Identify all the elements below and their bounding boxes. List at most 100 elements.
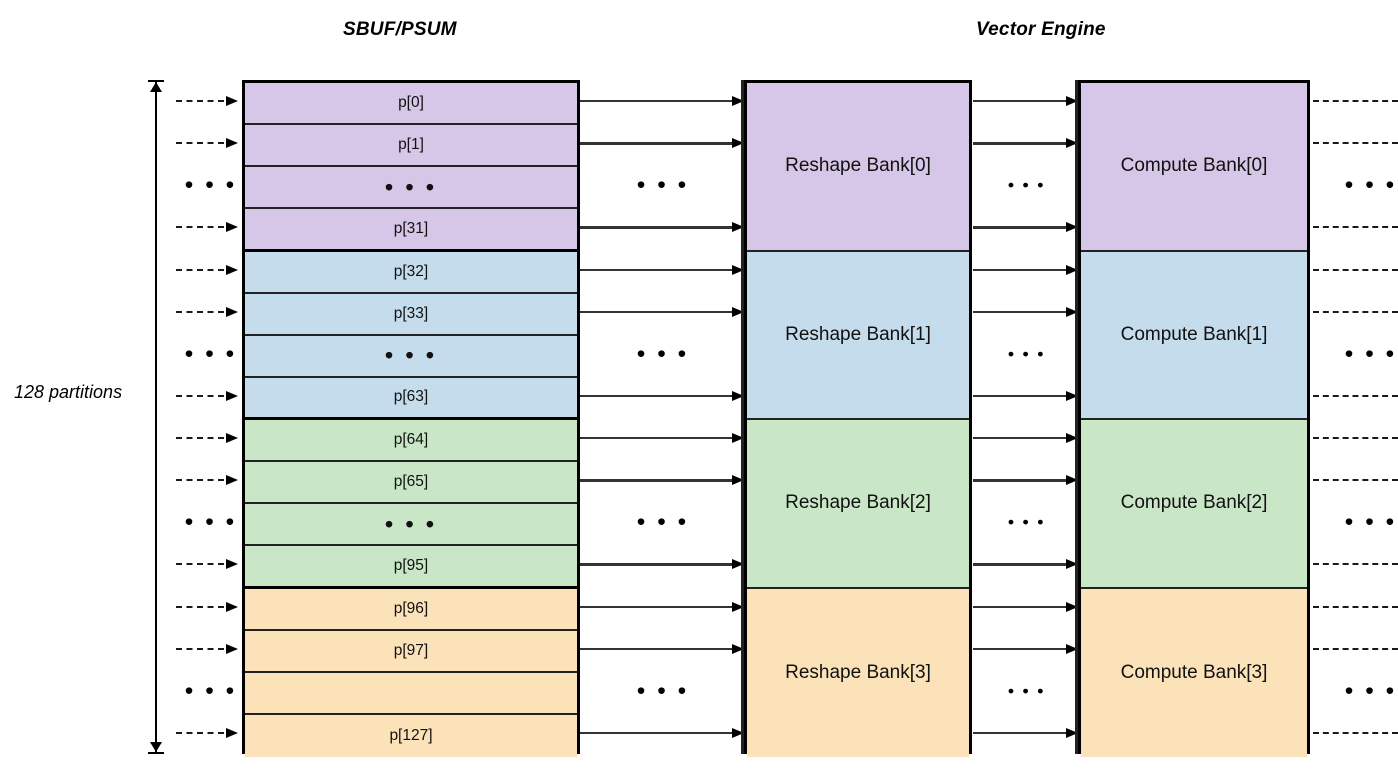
- arrow-head: [1066, 390, 1078, 401]
- right-ellipsis: • • •: [1345, 340, 1397, 367]
- arrow-head: [732, 727, 744, 738]
- arrow-line: [176, 479, 224, 482]
- sbuf-to-reshape-arrow: [580, 727, 744, 738]
- arrow-head: [732, 433, 744, 444]
- reshape-bank-label: Reshape Bank[0]: [785, 155, 931, 177]
- arrow-line: [580, 647, 732, 651]
- arrow-line: [973, 226, 1066, 229]
- sbuf-to-reshape-arrow: [580, 433, 744, 444]
- sbuf-psum-partition-stack: p[0]p[1]• • •p[31]p[32]p[33]• • •p[63]p[…: [242, 80, 580, 757]
- arrow-head: [1066, 559, 1078, 570]
- arrow-line: [176, 394, 224, 397]
- arrow-line: [580, 437, 732, 440]
- partition-label: p[95]: [393, 556, 429, 574]
- gutter-ellipsis: • • •: [185, 677, 237, 704]
- vector-engine-title: Vector Engine: [976, 19, 1106, 40]
- partition-ellipsis-row: • • •: [245, 504, 577, 547]
- reshape-to-compute-arrow: [973, 264, 1078, 275]
- inbound-dashed-arrow: [176, 727, 238, 738]
- arrow-line: [973, 268, 1066, 271]
- partition-label: p[64]: [393, 431, 429, 449]
- ellipsis-label: • • •: [385, 173, 437, 200]
- arrow-head: [226, 96, 238, 107]
- inbound-dashed-arrow: [176, 601, 238, 612]
- reshape-to-compute-arrow: [973, 727, 1078, 738]
- arrow-head: [732, 138, 744, 149]
- partitions-count-label: 128 partitions: [14, 382, 123, 402]
- sbuf-to-reshape-arrow: [580, 390, 744, 401]
- partition-row: p[32]: [245, 251, 577, 294]
- reshape-to-compute-arrow: [973, 559, 1078, 570]
- measure-cap-bottom: [148, 752, 164, 754]
- reshape-bank-column: Reshape Bank[0] Reshape Bank[1]Reshape Ba…: [744, 80, 972, 757]
- arrow-line: [176, 563, 224, 566]
- partition-label: p[31]: [393, 219, 429, 237]
- compute-bank-label: Compute Bank[0]: [1120, 155, 1268, 177]
- partitions-range-arrow: [148, 80, 164, 754]
- partition-label: p[1]: [398, 136, 424, 154]
- outbound-dashed-line: [1313, 605, 1398, 608]
- partition-row: p[64]: [245, 420, 577, 463]
- reshape-bank-1: Reshape Bank[1]: [747, 251, 969, 420]
- compute-bank-2: Compute Bank[2]: [1081, 420, 1307, 589]
- outbound-dashed-line: [1313, 731, 1398, 734]
- compute-bank-1: Compute Bank[1]: [1081, 251, 1307, 420]
- outbound-dashed-line: [1313, 479, 1398, 482]
- arrow-head: [226, 306, 238, 317]
- sbuf-to-reshape-arrow: [580, 601, 744, 612]
- arrow-head: [732, 475, 744, 486]
- arrow-line: [580, 394, 732, 398]
- arrow-head: [226, 643, 238, 654]
- inbound-dashed-arrow: [176, 475, 238, 486]
- arrow-head: [226, 264, 238, 275]
- outbound-dashed-line: [1313, 100, 1398, 103]
- partition-row: p[97]: [245, 630, 577, 673]
- arrow-head: [732, 559, 744, 570]
- arrow-head: [732, 643, 744, 654]
- measure-arrowhead-up: [150, 82, 162, 92]
- bank-gap-ellipsis: • • •: [1008, 344, 1046, 364]
- sbuf-gap-ellipsis: • • •: [637, 171, 689, 198]
- arrow-head: [1066, 306, 1078, 317]
- reshape-bank-2: Reshape Bank[2]: [747, 420, 969, 589]
- arrow-line: [580, 605, 732, 608]
- arrow-head: [1066, 96, 1078, 107]
- reshape-to-compute-arrow: [973, 306, 1078, 317]
- arrow-head: [226, 433, 238, 444]
- arrow-head: [226, 138, 238, 149]
- outbound-dashed-line: [1313, 563, 1398, 566]
- arrow-line: [973, 563, 1066, 566]
- compute-left-rail: [1075, 80, 1078, 754]
- reshape-to-compute-arrow: [973, 433, 1078, 444]
- partition-ellipsis-row: • • •: [245, 335, 577, 378]
- outbound-dashed-line: [1313, 226, 1398, 229]
- partition-label: p[97]: [393, 641, 429, 659]
- arrow-line: [580, 268, 732, 271]
- arrow-head: [1066, 601, 1078, 612]
- arrow-line: [580, 731, 732, 735]
- inbound-dashed-arrow: [176, 433, 238, 444]
- sbuf-psum-title: SBUF/PSUM: [343, 19, 457, 40]
- partition-label: p[0]: [398, 94, 424, 112]
- arrow-line: [176, 647, 224, 650]
- arrow-line: [176, 731, 224, 734]
- compute-bank-label: Compute Bank[1]: [1120, 323, 1268, 345]
- arrow-head: [1066, 475, 1078, 486]
- sbuf-to-reshape-arrow: [580, 96, 744, 107]
- partition-row: p[0]: [245, 83, 577, 126]
- reshape-left-rail: [741, 80, 744, 754]
- ellipsis-label: • • •: [385, 510, 437, 537]
- arrow-line: [580, 142, 732, 145]
- partition-row: p[1]: [245, 125, 577, 168]
- sbuf-gap-ellipsis: • • •: [637, 677, 689, 704]
- outbound-dashed-line: [1313, 142, 1398, 145]
- arrow-line: [176, 437, 224, 440]
- arrow-head: [1066, 222, 1078, 233]
- partition-label: p[63]: [393, 388, 429, 406]
- reshape-bank-0: Reshape Bank[0]: [747, 83, 969, 252]
- arrow-head: [226, 475, 238, 486]
- inbound-dashed-arrow: [176, 306, 238, 317]
- arrow-head: [732, 96, 744, 107]
- partition-ellipsis-row: • • •: [245, 167, 577, 210]
